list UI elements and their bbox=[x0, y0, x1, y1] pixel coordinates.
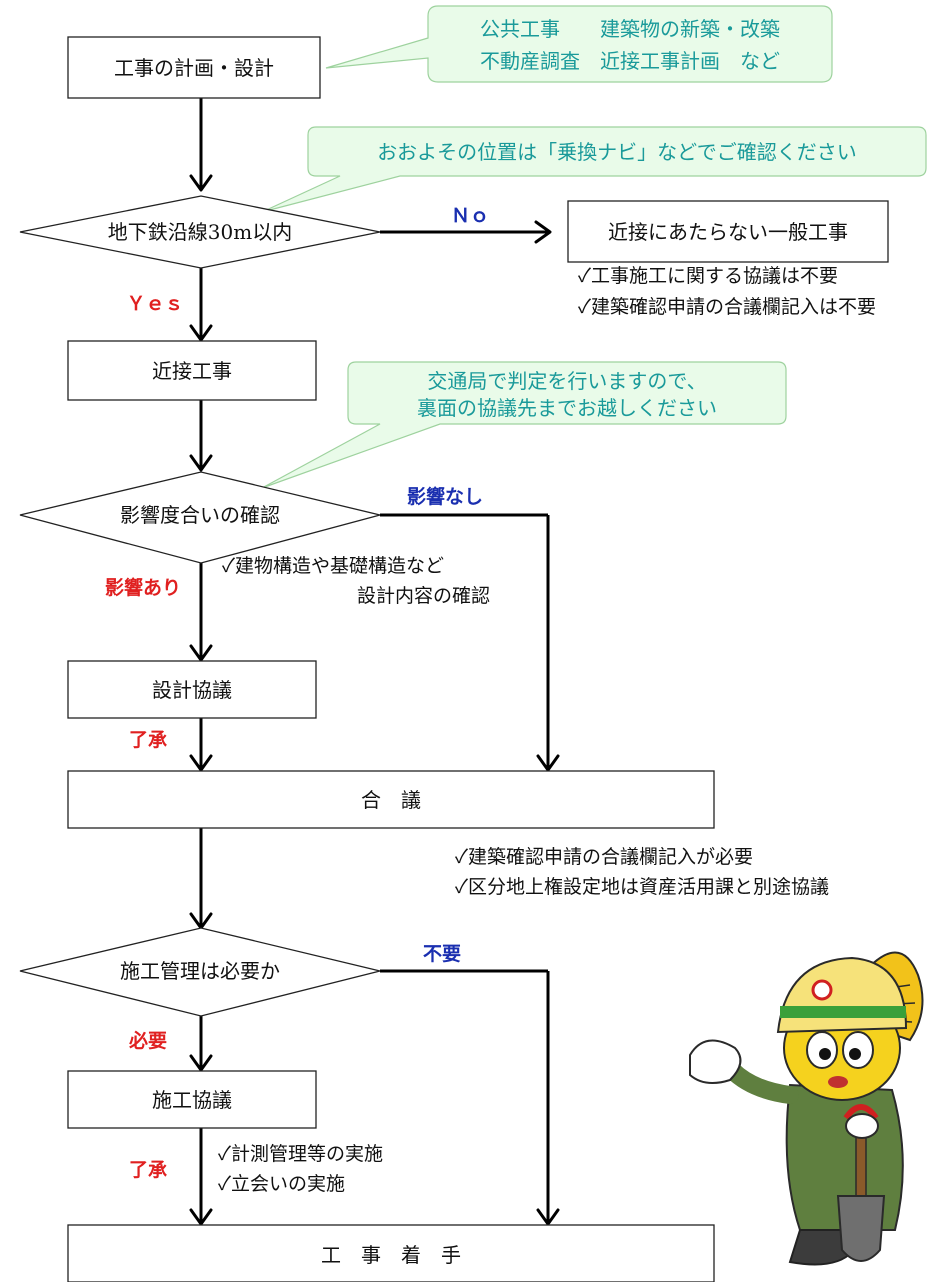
callout-work-types-line2: 不動産調査 近接工事計画 など bbox=[480, 49, 780, 73]
note-general-2: ✓建築確認申請の合議欄記入は不要 bbox=[578, 296, 876, 318]
node-construction-consult: 施工協議 bbox=[67, 1070, 317, 1129]
node-general-work-label: 近接にあたらない一般工事 bbox=[608, 220, 848, 244]
node-plan-label: 工事の計画・設計 bbox=[114, 56, 274, 80]
node-design-consult-label: 設計協議 bbox=[152, 678, 232, 702]
note-gougi-1: ✓建築確認申請の合議欄記入が必要 bbox=[455, 846, 753, 868]
node-gougi: 合 議 bbox=[67, 770, 715, 829]
node-general-work: 近接にあたらない一般工事 bbox=[567, 200, 889, 263]
callout-visit-bureau: 交通局で判定を行いますので、 裏面の協議先までお越しください bbox=[261, 361, 787, 489]
node-gougi-label: 合 議 bbox=[361, 788, 421, 812]
callout-work-types: 公共工事 建築物の新築・改築 不動産調査 近接工事計画 など bbox=[325, 5, 833, 83]
callout-visit-bureau-line1: 交通局で判定を行いますので、 bbox=[427, 369, 706, 393]
node-proximity-work: 近接工事 bbox=[67, 340, 317, 401]
decision-mgmt-needed-label: 施工管理は必要か bbox=[120, 959, 280, 983]
decision-mgmt-needed: 施工管理は必要か bbox=[19, 927, 381, 1017]
node-start-work: 工 事 着 手 bbox=[67, 1224, 715, 1282]
label-yes: Ｙｅｓ bbox=[126, 293, 183, 315]
decision-impact-check-label: 影響度合いの確認 bbox=[120, 503, 280, 527]
node-design-consult: 設計協議 bbox=[67, 660, 317, 719]
label-impact: 影響あり bbox=[105, 576, 181, 599]
label-no-impact: 影響なし bbox=[407, 485, 483, 508]
label-approved-construction: 了承 bbox=[129, 1159, 167, 1181]
label-approved-design: 了承 bbox=[129, 729, 167, 751]
connectors bbox=[189, 98, 560, 1226]
callout-location-check-text: おおよその位置は「乗換ナビ」などでご確認ください bbox=[377, 140, 857, 164]
label-unneeded: 不要 bbox=[423, 943, 461, 965]
callout-work-types-line1: 公共工事 建築物の新築・改築 bbox=[480, 17, 780, 41]
note-cons-1: ✓計測管理等の実施 bbox=[218, 1143, 383, 1165]
callout-visit-bureau-line2: 裏面の協議先までお越しください bbox=[417, 396, 717, 420]
note-cons-2: ✓立会いの実施 bbox=[218, 1173, 345, 1195]
note-gougi-2: ✓区分地上権設定地は資産活用課と別途協議 bbox=[455, 876, 829, 898]
note-impact-1: ✓建物構造や基礎構造など bbox=[222, 555, 444, 577]
callout-location-check: おおよその位置は「乗換ナビ」などでご確認ください bbox=[261, 126, 927, 213]
label-needed: 必要 bbox=[128, 1029, 167, 1052]
node-proximity-work-label: 近接工事 bbox=[152, 359, 232, 383]
mascot-character-icon bbox=[689, 951, 924, 1266]
node-construction-consult-label: 施工協議 bbox=[152, 1088, 232, 1112]
node-start-work-label: 工 事 着 手 bbox=[321, 1243, 461, 1267]
decision-within-30m: 地下鉄沿線30m以内 bbox=[19, 195, 381, 269]
label-no: Ｎｏ bbox=[451, 205, 489, 227]
note-impact-2: 設計内容の確認 bbox=[357, 585, 490, 607]
decision-impact-check: 影響度合いの確認 bbox=[19, 471, 381, 564]
node-plan: 工事の計画・設計 bbox=[67, 36, 321, 99]
decision-within-30m-label: 地下鉄沿線30m以内 bbox=[108, 220, 292, 244]
note-general-1: ✓工事施工に関する協議は不要 bbox=[578, 265, 838, 287]
